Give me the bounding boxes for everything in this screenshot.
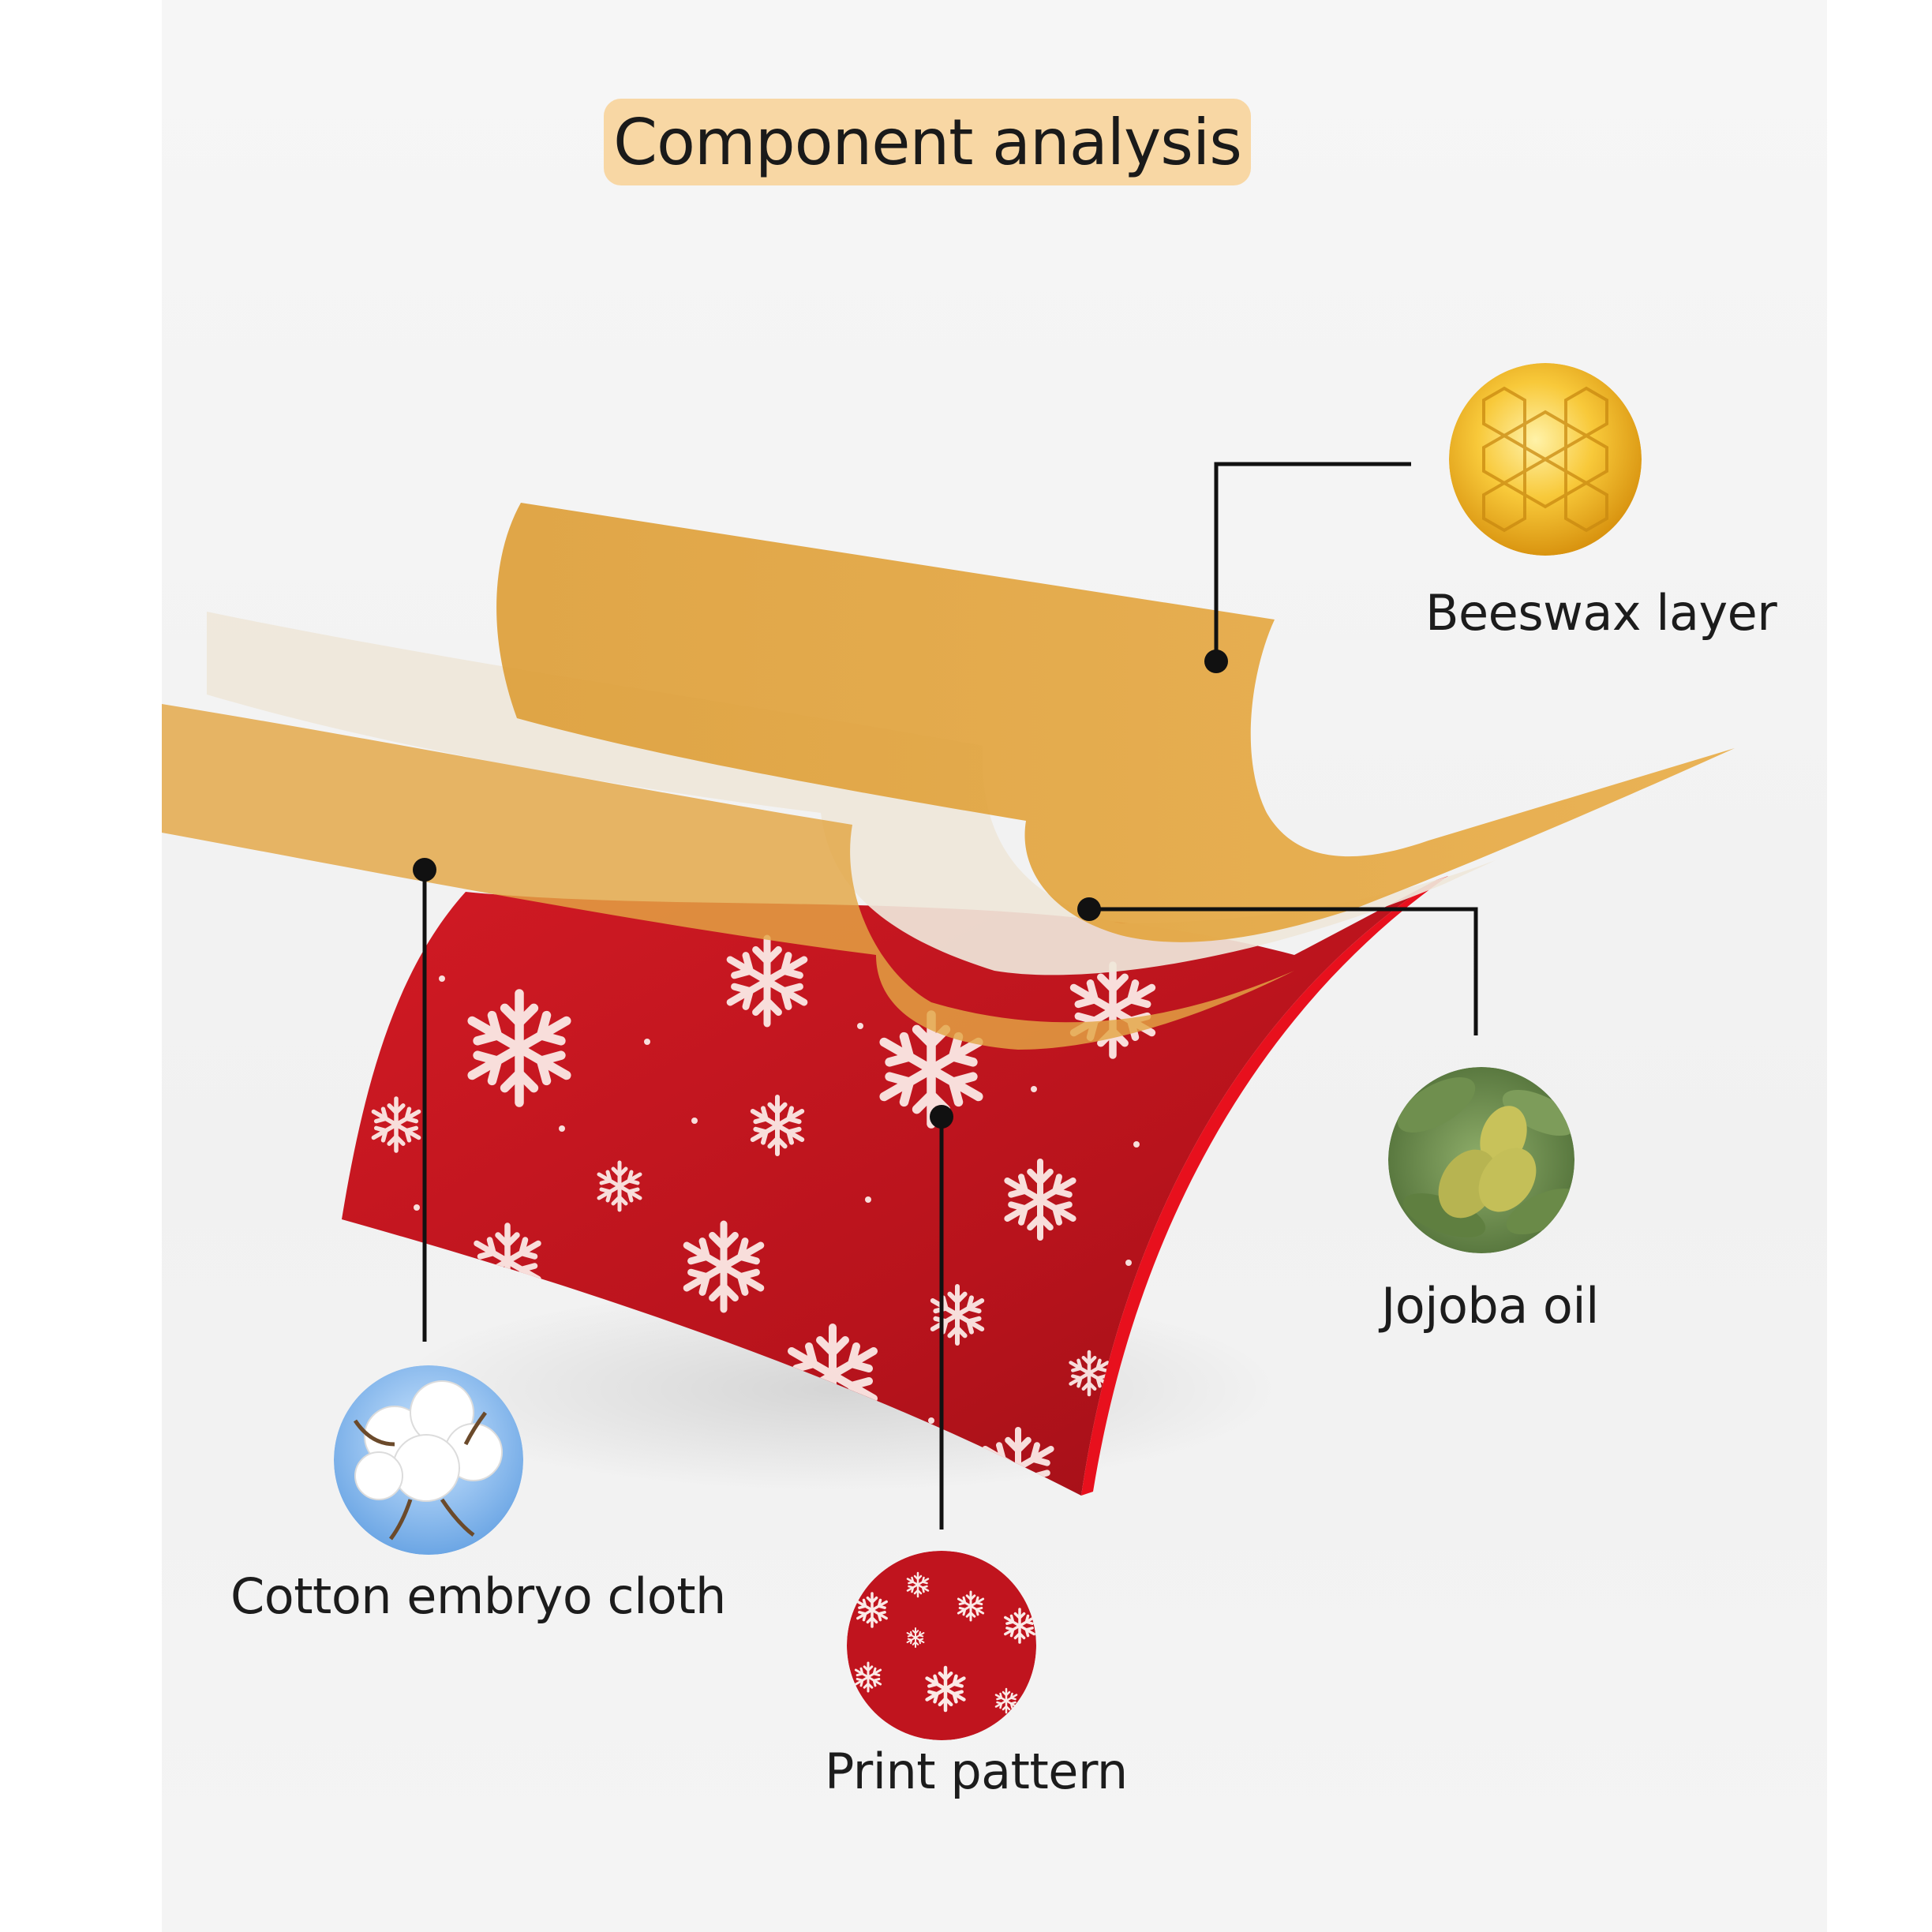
jojoba-fruit-icon (1388, 1067, 1574, 1253)
honeycomb-icon (1449, 363, 1642, 556)
title-badge: Component analysis (604, 99, 1251, 185)
page-title: Component analysis (613, 105, 1242, 179)
cotton-embryo-cloth-label: Cotton embryo cloth (230, 1567, 726, 1625)
leader-dots (413, 650, 1228, 1129)
jojoba-oil-label: Jojoba oil (1381, 1277, 1599, 1335)
print-pattern-label: Print pattern (825, 1743, 1128, 1800)
beeswax-layer-label: Beeswax layer (1425, 584, 1777, 642)
beeswax-top-sheet (496, 503, 1735, 942)
beeswax-front-sheet (162, 704, 1294, 1050)
leader-lines (422, 462, 1478, 1530)
snowflake-print-icon (847, 1551, 1036, 1740)
cotton-boll-icon (334, 1365, 523, 1555)
